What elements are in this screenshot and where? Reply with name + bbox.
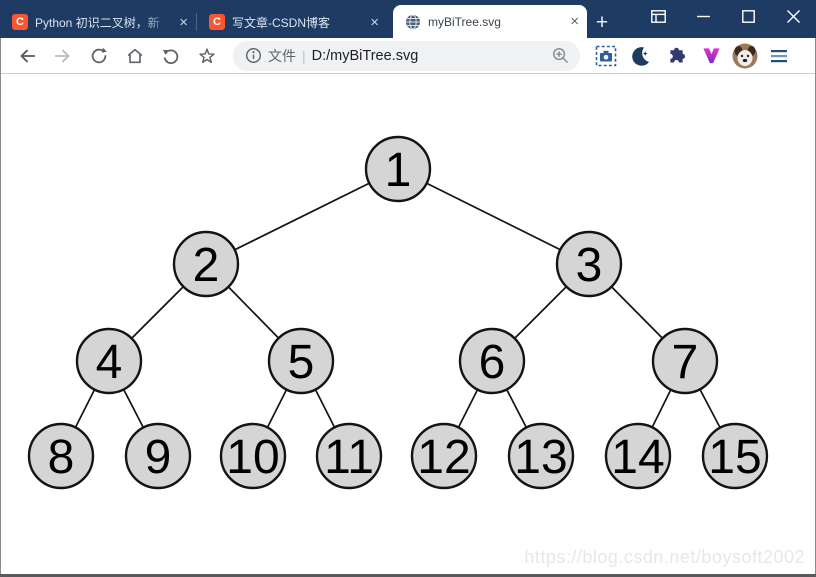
tab-label: 写文章-CSDN博客 [232,15,330,30]
dark-mode-moon-icon[interactable] [625,41,657,71]
close-icon[interactable]: × [179,13,188,31]
tree-node-label: 6 [479,336,506,389]
csdn-icon: C [12,14,28,30]
tree-node-9: 9 [124,422,192,490]
tree-node-3: 3 [555,230,623,298]
tree-node-label: 14 [611,431,664,484]
tab-separator [196,13,197,31]
tree-node-1: 1 [364,135,432,203]
tree-node-2: 2 [172,230,240,298]
back-button[interactable] [11,41,43,71]
tree-node-label: 4 [96,336,123,389]
tab-layout-icon[interactable] [636,0,681,32]
address-url[interactable]: D:/myBiTree.svg [311,47,419,64]
window-bottom-edge [0,574,816,577]
watermark: https://blog.csdn.net/boysoft2002 [524,547,805,567]
minimize-button[interactable] [681,0,726,32]
reload-icon[interactable] [83,41,115,71]
tree-node-label: 7 [672,336,699,389]
new-tab-button[interactable]: + [595,10,609,34]
tree-edge [205,168,399,265]
tree-node-label: 5 [288,336,315,389]
screenshot-extension-icon[interactable] [590,41,622,71]
tree-edge [397,168,590,265]
tree-node-label: 10 [226,431,279,484]
tab-csdn-editor[interactable]: C 写文章-CSDN博客 × [197,6,387,38]
csdn-icon: C [209,14,225,30]
address-scheme-label: 文件 [268,47,296,64]
tree-node-11: 11 [315,422,383,490]
globe-icon [405,14,421,30]
address-bar[interactable]: 文件 | D:/myBiTree.svg [233,40,580,71]
close-icon[interactable]: × [570,13,579,30]
tree-node-label: 12 [417,431,470,484]
violentmonkey-icon[interactable] [695,41,727,71]
zoom-icon[interactable] [551,46,570,65]
home-button[interactable] [119,41,151,71]
puzzle-extension-icon[interactable] [660,41,692,71]
tree-node-6: 6 [458,327,526,395]
close-icon[interactable]: × [370,13,379,31]
forward-button[interactable] [47,41,79,71]
tree-node-label: 8 [48,431,75,484]
info-icon[interactable] [245,47,262,64]
tree-node-5: 5 [267,327,335,395]
tree-node-label: 15 [708,431,761,484]
browser-toolbar: 文件 | D:/myBiTree.svg [1,38,815,74]
menu-hamburger-icon[interactable] [763,41,795,71]
tree-node-7: 7 [651,327,719,395]
tab-mybitree-svg[interactable]: myBiTree.svg × [393,5,587,38]
extensions-row [590,41,795,71]
profile-avatar[interactable] [730,41,760,71]
window-controls [636,0,816,32]
tab-label: myBiTree.svg [428,14,501,29]
tree-node-4: 4 [75,327,143,395]
tree-node-label: 9 [145,431,172,484]
tree-node-14: 14 [604,422,672,490]
tab-python-bitree[interactable]: C Python 初识二叉树，新 × [0,6,196,38]
maximize-button[interactable] [726,0,771,32]
tree-node-label: 2 [193,239,220,292]
tree-node-label: 1 [385,144,412,197]
tree-node-10: 10 [219,422,287,490]
tab-label: Python 初识二叉树，新 [35,15,160,30]
tab-bar: C Python 初识二叉树，新 × C 写文章-CSDN博客 × myBiTr… [0,0,816,38]
tree-node-label: 3 [576,239,603,292]
undo-icon[interactable] [155,41,187,71]
tree-node-15: 15 [701,422,769,490]
tree-node-12: 12 [410,422,478,490]
tree-node-8: 8 [27,422,95,490]
close-window-button[interactable] [771,0,816,32]
tree-node-13: 13 [507,422,575,490]
address-separator: | [302,47,306,64]
tree-node-label: 13 [514,431,567,484]
tree-node-label: 11 [324,431,374,484]
bookmark-star-icon[interactable] [191,41,223,71]
